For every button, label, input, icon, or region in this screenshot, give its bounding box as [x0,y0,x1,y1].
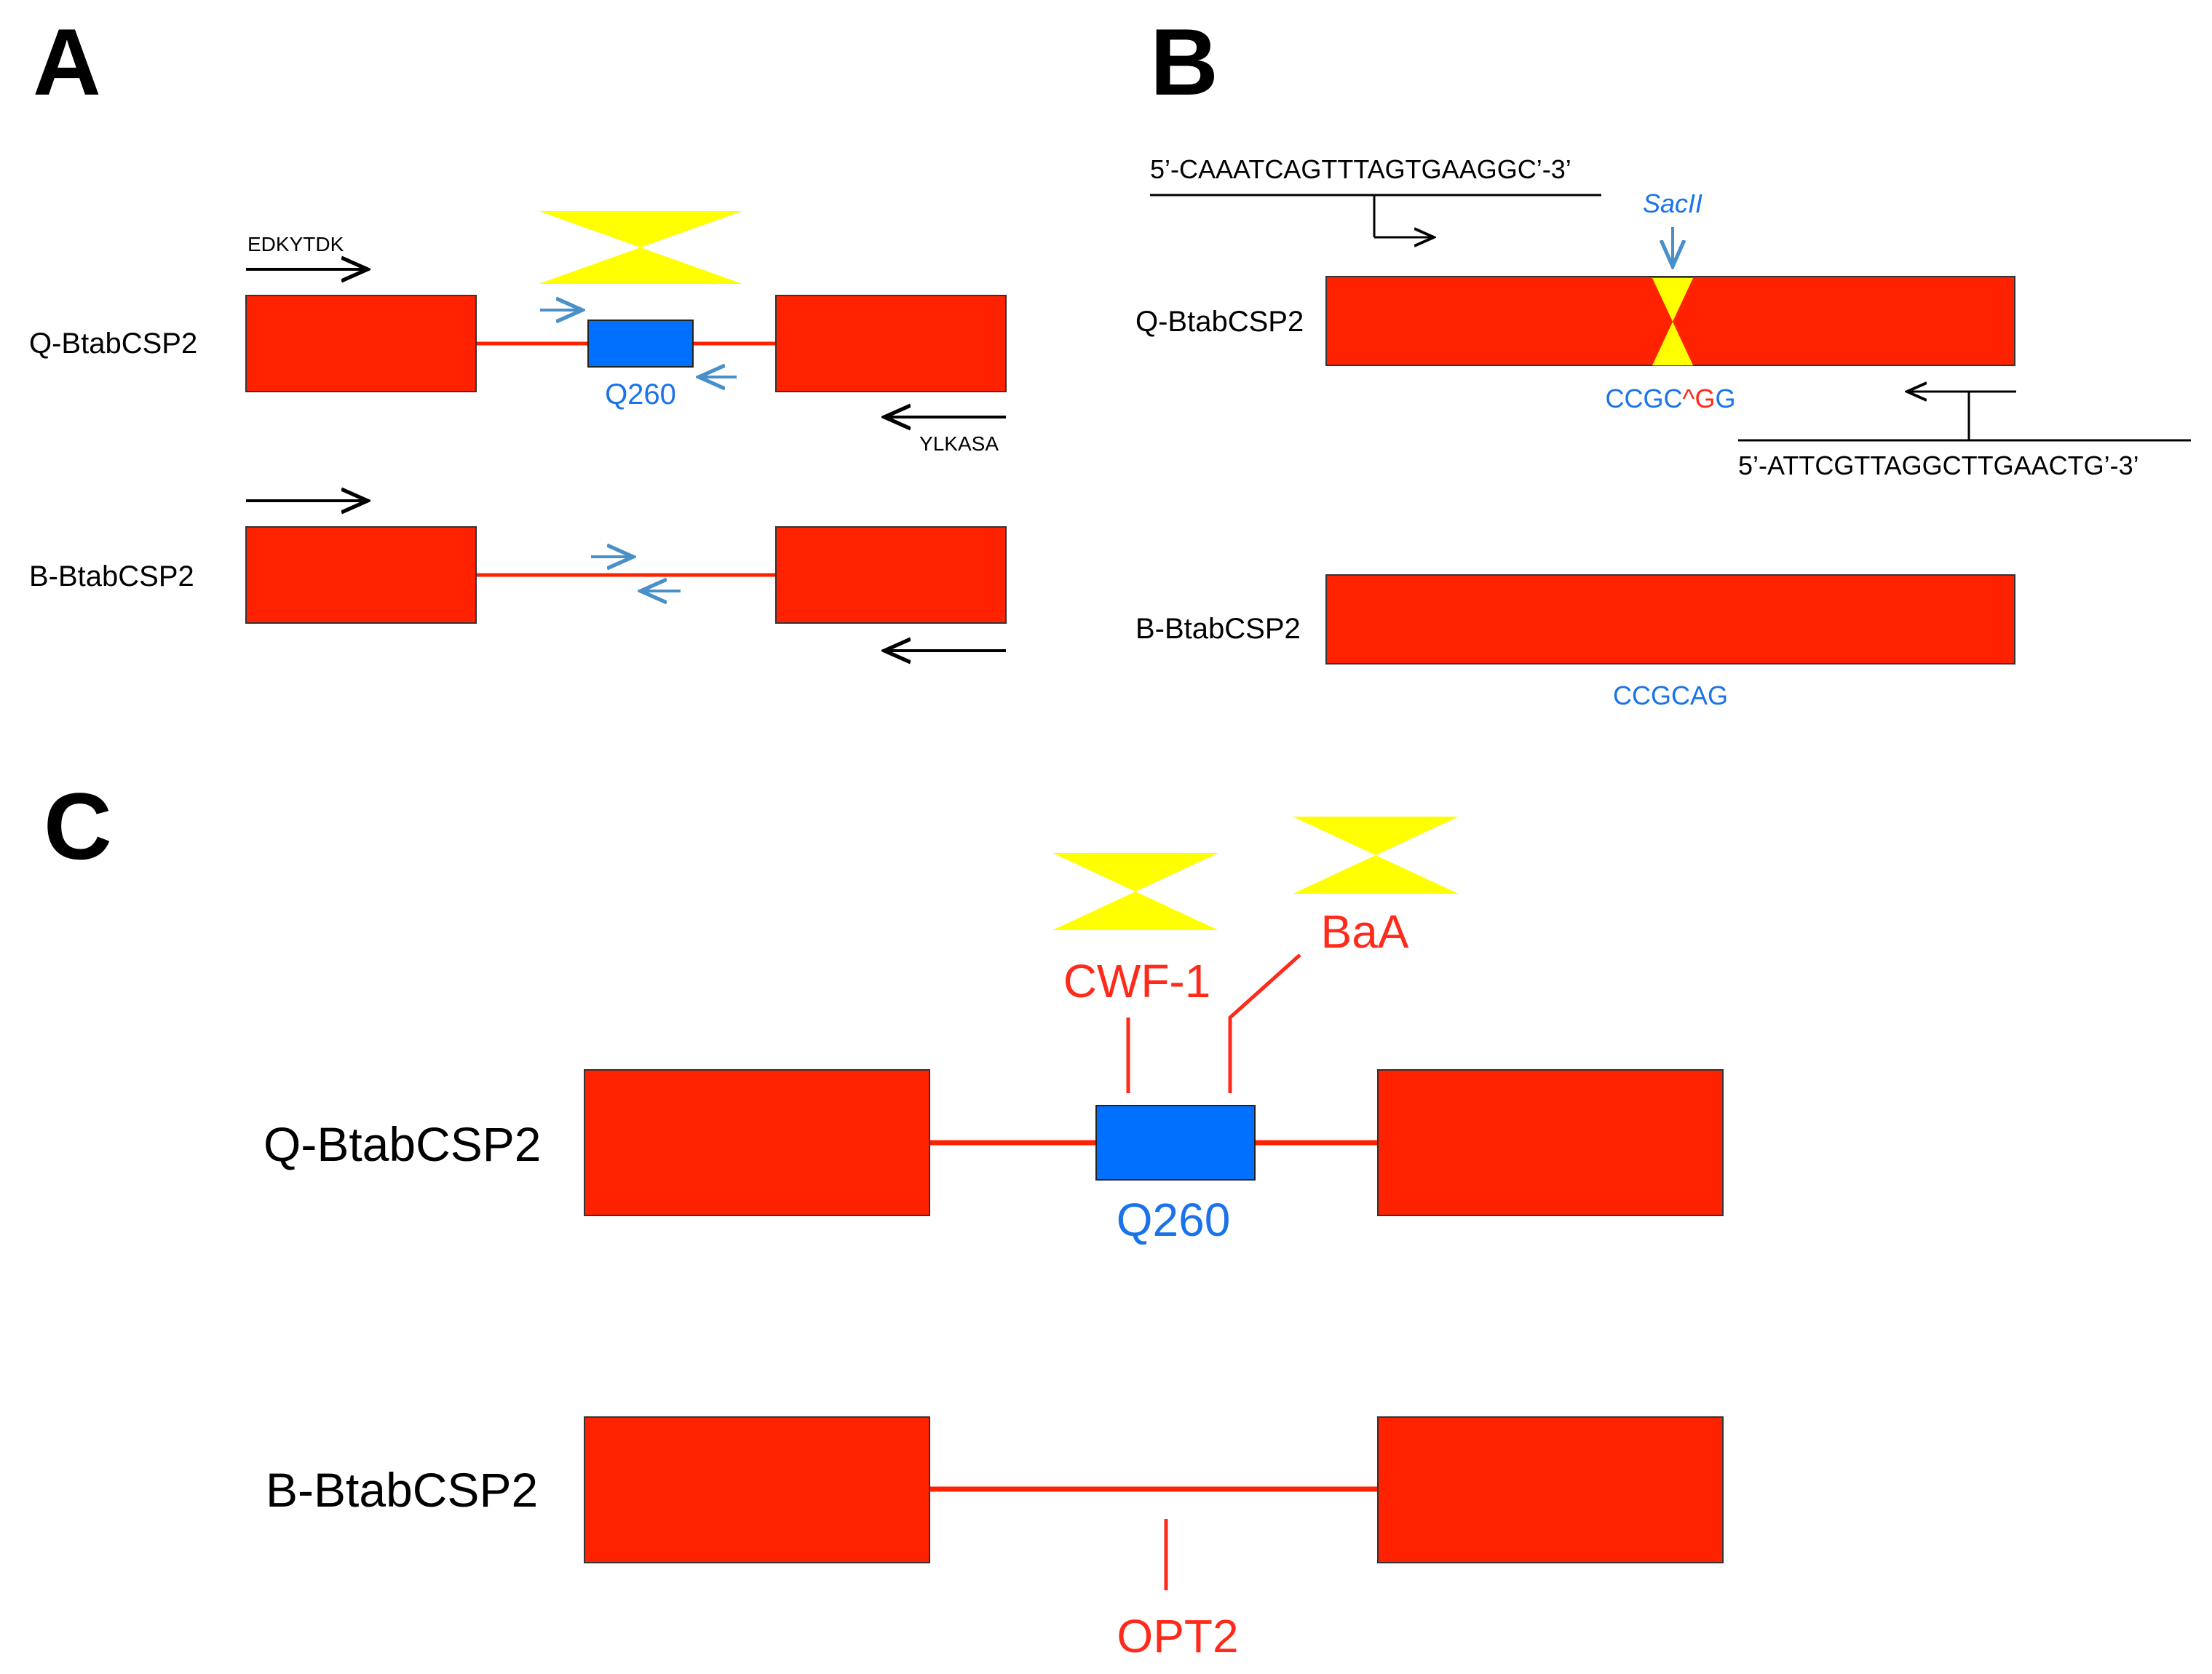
q260-insert [587,320,694,368]
marker-baa-line [1228,953,1301,1093]
yellow-hourglass-icon [1053,853,1218,930]
b-exon-1 [245,526,477,624]
q-exon-2 [775,295,1007,392]
yellow-hourglass-icon [1293,817,1459,894]
panel-c: C BaA CWF-1 Q-BtabCSP2 Q260 B-BtabCSP2 O… [44,773,1724,1662]
q-site-suffix: G [1715,384,1735,413]
q260-label-a: Q260 [605,378,676,410]
q260-label-c: Q260 [1117,1194,1231,1246]
marker-opt2-label: OPT2 [1117,1610,1238,1662]
panel-letter-c: C [44,773,112,879]
q-site-prefix: CCGC [1606,384,1683,413]
panel-letter-b: B [1150,9,1218,115]
b-gene-label: B-BtabCSP2 [29,560,194,592]
q-site-cut: ^ [1683,384,1695,413]
q-exon-1-c [584,1069,930,1216]
panel-letter-a: A [33,9,101,115]
b-gene-label-c: B-BtabCSP2 [266,1463,538,1517]
q-gene-label-b: Q-BtabCSP2 [1135,306,1304,338]
reverse-primer-sequence: 5’-ATTCGTTAGGCTTGAACTG’-3’ [1738,451,2139,480]
forward-primer-sequence: 5’-CAAATCAGTTTAGTGAAGGC’-3’ [1150,154,1571,184]
b-restriction-site: CCGCAG [1613,681,1728,710]
b-gene-label-b: B-BtabCSP2 [1135,613,1301,645]
yellow-hourglass-icon [539,211,742,284]
b-exon-1-c [584,1416,930,1563]
marker-baa-label: BaA [1321,905,1409,958]
reverse-primer-label: YLKASA [919,432,999,455]
marker-cwf1-label: CWF-1 [1063,955,1211,1007]
panel-b: B 5’-CAAATCAGTTTAGTGAAGGC’-3’ SacII Q-Bt… [1135,9,2191,710]
q260-insert-c [1095,1105,1256,1181]
q-exon-1 [245,295,477,392]
q-restriction-site: CCGC^GG [1606,384,1736,413]
q-exon-2-c [1377,1069,1724,1216]
panel-a: A EDKYTDK Q-BtabCSP2 Q260 YLKASA B-BtabC… [29,9,1007,651]
b-exon-2 [775,526,1007,624]
yellow-hourglass-icon [1652,278,1693,365]
q-gene-label-c: Q-BtabCSP2 [263,1117,542,1171]
forward-primer-label: EDKYTDK [247,233,344,255]
sacii-label: SacII [1643,189,1702,218]
b-exon-2-c [1377,1416,1724,1563]
q-gene-label: Q-BtabCSP2 [29,328,197,360]
b-gene-bar [1325,574,2015,665]
q-site-cut-base: G [1694,384,1715,413]
